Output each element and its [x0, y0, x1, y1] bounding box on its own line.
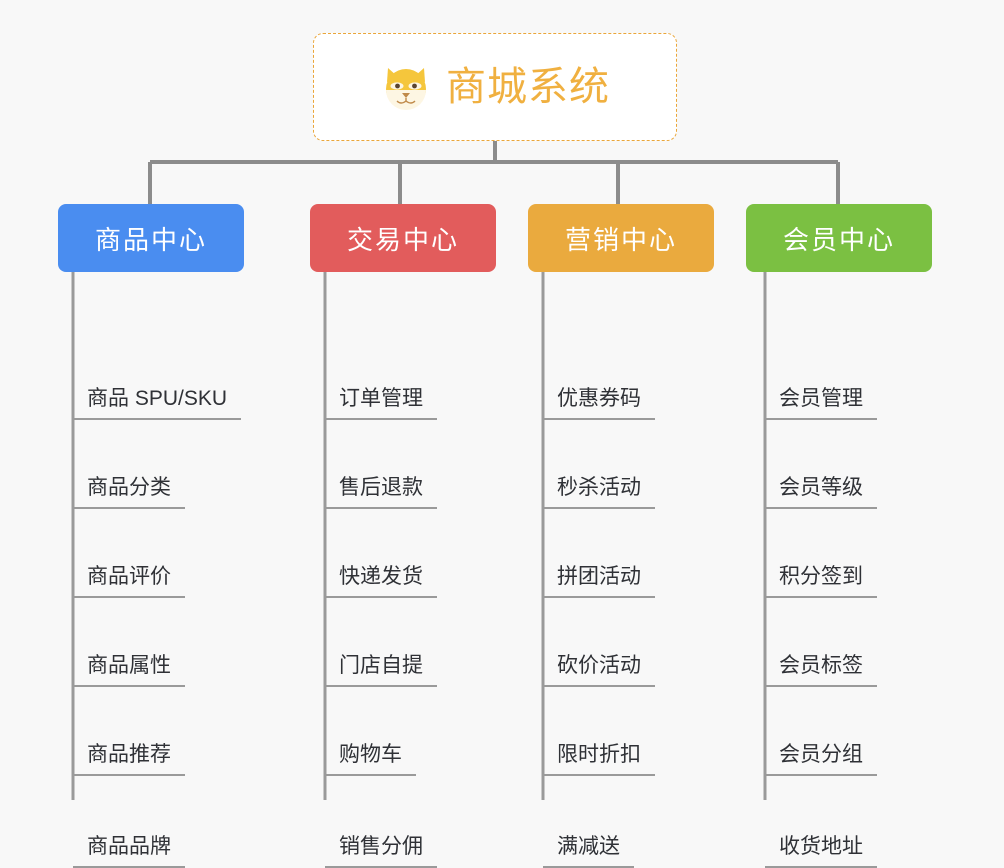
list-item[interactable]: 优惠券码 [543, 380, 655, 420]
list-item[interactable]: 会员分组 [765, 736, 877, 776]
list-item[interactable]: 商品推荐 [73, 736, 185, 776]
list-item[interactable]: 售后退款 [325, 469, 437, 509]
list-item-label: 商品评价 [73, 562, 185, 598]
list-item[interactable]: 订单管理 [325, 380, 437, 420]
list-item[interactable]: 砍价活动 [543, 647, 655, 687]
list-item-label: 商品品牌 [73, 832, 185, 868]
list-item[interactable]: 会员等级 [765, 469, 877, 509]
category-header-label-4: 会员中心 [782, 224, 895, 255]
list-item-label: 销售分佣 [325, 832, 437, 868]
category-header-label-1: 商品中心 [94, 224, 207, 255]
list-item-label: 快递发货 [325, 562, 437, 598]
list-item-label: 订单管理 [325, 384, 437, 420]
category-column-2: 交易中心 订单管理 售后退款 快递发货 门店自提 购物车 销售分佣 [310, 204, 496, 868]
root-node[interactable]: 商城系统 [313, 33, 677, 141]
list-item-label: 秒杀活动 [543, 473, 655, 509]
list-item[interactable]: 快递发货 [325, 558, 437, 598]
list-item-label: 商品属性 [73, 651, 185, 687]
list-item-label: 门店自提 [325, 651, 437, 687]
list-item-label: 满减送 [543, 832, 634, 868]
category-header-2[interactable]: 交易中心 [310, 204, 496, 272]
category-header-3[interactable]: 营销中心 [528, 204, 714, 272]
category-header-label-2: 交易中心 [346, 224, 459, 255]
category-column-1: 商品中心 商品 SPU/SKU 商品分类 商品评价 商品属性 商品推荐 商品品牌 [58, 204, 244, 868]
category-column-4: 会员中心 会员管理 会员等级 积分签到 会员标签 会员分组 收货地址 [746, 204, 932, 868]
list-item[interactable]: 积分签到 [765, 558, 877, 598]
category-header-label-3: 营销中心 [564, 224, 677, 255]
list-item[interactable]: 购物车 [325, 736, 416, 776]
list-item-label: 商品推荐 [73, 740, 185, 776]
shiba-dog-face-icon [380, 62, 432, 112]
mindmap-canvas: 商城系统 商品中心 商品 SPU/SKU 商品分类 商品评价 商品属性 商品推荐… [58, 33, 932, 868]
list-item-label: 会员标签 [765, 651, 877, 687]
list-item[interactable]: 商品分类 [73, 469, 185, 509]
list-item[interactable]: 商品 SPU/SKU [73, 380, 242, 420]
root-title: 商城系统 [446, 65, 610, 109]
list-item-label: 会员等级 [765, 473, 877, 509]
list-item-label: 积分签到 [765, 562, 877, 598]
category-spines [71, 272, 767, 800]
list-item-label: 砍价活动 [543, 651, 655, 687]
list-item-label: 拼团活动 [543, 562, 655, 598]
list-item[interactable]: 满减送 [543, 828, 634, 868]
list-item[interactable]: 商品属性 [73, 647, 185, 687]
list-item[interactable]: 秒杀活动 [543, 469, 655, 509]
list-item-label: 购物车 [325, 740, 416, 776]
list-item-label: 优惠券码 [543, 384, 655, 420]
list-item-label: 限时折扣 [543, 740, 655, 776]
list-item[interactable]: 销售分佣 [325, 828, 437, 868]
list-item-label: 会员管理 [765, 384, 877, 420]
list-item-label: 商品分类 [73, 473, 185, 509]
category-header-1[interactable]: 商品中心 [58, 204, 244, 272]
list-item[interactable]: 门店自提 [325, 647, 437, 687]
list-item-label: 会员分组 [765, 740, 877, 776]
root-to-categories-links [148, 141, 840, 204]
list-item[interactable]: 收货地址 [765, 828, 877, 868]
list-item-label: 收货地址 [765, 832, 877, 868]
list-item-label: 售后退款 [325, 473, 437, 509]
list-item[interactable]: 拼团活动 [543, 558, 655, 598]
list-item[interactable]: 会员管理 [765, 380, 877, 420]
list-item[interactable]: 商品评价 [73, 558, 185, 598]
category-column-3: 营销中心 优惠券码 秒杀活动 拼团活动 砍价活动 限时折扣 满减送 [528, 204, 714, 868]
list-item-label: 商品 SPU/SKU [73, 384, 242, 420]
list-item[interactable]: 会员标签 [765, 647, 877, 687]
category-header-4[interactable]: 会员中心 [746, 204, 932, 272]
list-item[interactable]: 限时折扣 [543, 736, 655, 776]
list-item[interactable]: 商品品牌 [73, 828, 185, 868]
